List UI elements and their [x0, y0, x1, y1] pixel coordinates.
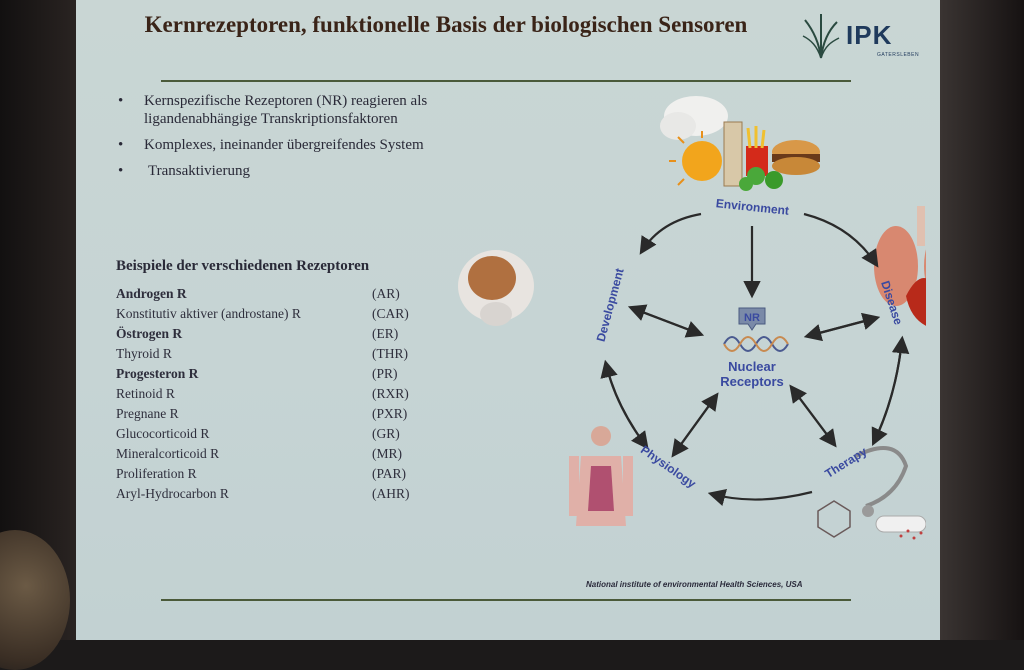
receptor-row: Thyroid R (THR) — [116, 346, 436, 366]
receptor-row: Aryl-Hydrocarbon R (AHR) — [116, 486, 436, 506]
logo-subtitle: GATERSLEBEN — [877, 52, 920, 58]
receptor-name: Proliferation R — [116, 466, 197, 481]
receptor-name: Pregnane R — [116, 406, 179, 421]
bullet-item: Transaktivierung — [114, 162, 444, 180]
therapy-illustration — [817, 446, 926, 540]
receptor-row: Glucocorticoid R (GR) — [116, 426, 436, 446]
receptor-row: Retinoid R (RXR) — [116, 386, 436, 406]
top-divider — [161, 80, 851, 82]
bullet-item: Kernspezifische Rezeptoren (NR) reagiere… — [114, 92, 444, 128]
slide-title: Kernrezeptoren, funktionelle Basis der b… — [144, 12, 748, 37]
receptor-abbr: (ER) — [372, 326, 399, 341]
source-credit: National institute of environmental Heal… — [586, 580, 803, 589]
receptor-abbr: (AR) — [372, 286, 400, 301]
receptor-name: Konstitutiv aktiver (androstane) R — [116, 306, 301, 321]
receptor-name: Aryl-Hydrocarbon R — [116, 486, 229, 501]
receptor-abbr: (AHR) — [372, 486, 410, 501]
node-label-therapy: Therapy — [822, 444, 869, 481]
receptors-heading: Beispiele der verschiedenen Rezeptoren — [116, 258, 370, 274]
heart-lungs-illustration — [874, 206, 926, 326]
receptor-row: Östrogen R (ER) — [116, 326, 436, 346]
nr-badge-label: NR — [744, 312, 760, 324]
receptor-name: Androgen R — [116, 286, 187, 301]
plant-logo-icon — [802, 14, 840, 59]
receptor-name: Östrogen R — [116, 326, 183, 341]
right-background — [940, 0, 1024, 640]
center-label-nuclear: Nuclear — [728, 359, 776, 374]
human-body-illustration — [569, 426, 633, 526]
cycle-arrows — [600, 212, 910, 506]
logo-text: IPK — [846, 20, 893, 50]
receptor-abbr: (THR) — [372, 346, 408, 361]
receptor-name: Thyroid R — [116, 346, 172, 361]
fetus-illustration — [458, 250, 534, 326]
receptor-abbr: (GR) — [372, 426, 400, 441]
receptor-name: Mineralcorticoid R — [116, 446, 220, 461]
diagram-canvas: NR Nuclear Receptors — [458, 96, 926, 540]
receptor-row: Pregnane R (PXR) — [116, 406, 436, 426]
nuclear-receptor-diagram: NR Nuclear Receptors — [456, 86, 926, 556]
node-label-environment: Environment — [715, 196, 789, 218]
receptor-abbr: (MR) — [372, 446, 402, 461]
receptor-abbr: (PXR) — [372, 406, 408, 421]
receptor-abbr: (RXR) — [372, 386, 409, 401]
receptor-list: Androgen R (AR) Konstitutiv aktiver (andr… — [116, 286, 436, 506]
presentation-slide: Kernrezeptoren, funktionelle Basis der b… — [76, 0, 940, 640]
receptor-name: Glucocorticoid R — [116, 426, 210, 441]
receptor-name: Retinoid R — [116, 386, 175, 401]
node-label-development: Development — [594, 267, 627, 343]
receptor-abbr: (CAR) — [372, 306, 409, 321]
receptor-row: Progesteron R (PR) — [116, 366, 436, 386]
receptor-row: Proliferation R (PAR) — [116, 466, 436, 486]
bottom-divider — [161, 599, 851, 601]
receptor-abbr: (PR) — [372, 366, 398, 381]
nuclear-receptor-center: NR Nuclear Receptors — [720, 307, 789, 389]
radial-arrows — [627, 226, 881, 458]
node-label-physiology: Physiology — [638, 443, 699, 491]
ipk-logo: IPK GATERSLEBEN — [801, 12, 926, 60]
receptor-row: Mineralcorticoid R (MR) — [116, 446, 436, 466]
receptor-row: Konstitutiv aktiver (androstane) R (CAR) — [116, 306, 436, 326]
environment-illustration — [660, 96, 820, 191]
center-label-receptors: Receptors — [720, 374, 784, 389]
bullet-list: Kernspezifische Rezeptoren (NR) reagiere… — [114, 92, 444, 188]
receptor-abbr: (PAR) — [372, 466, 407, 481]
receptor-name: Progesteron R — [116, 366, 199, 381]
bullet-item: Komplexes, ineinander übergreifendes Sys… — [114, 136, 444, 154]
receptor-row: Androgen R (AR) — [116, 286, 436, 306]
